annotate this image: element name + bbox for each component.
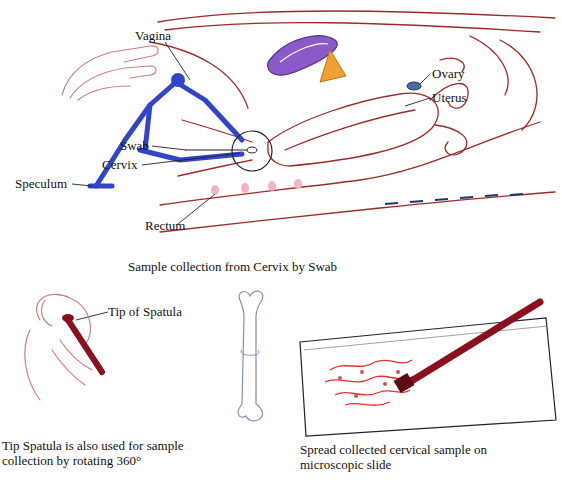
sample-smear — [330, 360, 412, 370]
figure-caption: Sample collection from Cervix by Swab — [128, 259, 337, 274]
spatula-drawing — [238, 291, 263, 421]
speculum-blade — [176, 82, 242, 140]
finger — [70, 66, 156, 98]
colon-dash — [510, 194, 523, 195]
sample-dot — [360, 370, 364, 374]
rectum-fold — [294, 179, 302, 189]
colon-dashes — [385, 194, 523, 204]
rectum-wall — [160, 122, 540, 205]
spatula — [405, 302, 540, 385]
part-label: Vagina — [135, 28, 171, 43]
part-label: Cervix — [102, 157, 137, 172]
rectum-fold — [268, 181, 276, 191]
sample-dot — [383, 382, 387, 386]
sample-smear — [345, 402, 390, 405]
part-label: Uterus — [432, 90, 467, 105]
sample-dot — [396, 370, 400, 374]
figure-caption: Tip Spatula is also used for sample coll… — [2, 438, 232, 468]
colon-dash — [385, 203, 398, 204]
spatula-tip — [62, 314, 74, 322]
slide-edge — [304, 326, 548, 350]
hand — [25, 294, 92, 400]
ovary — [407, 82, 421, 90]
rotation-arrow — [241, 350, 259, 355]
part-label: Rectum — [145, 218, 185, 233]
leader-lines — [72, 42, 430, 320]
spatula — [68, 320, 102, 372]
leader-line — [142, 153, 240, 165]
finger — [52, 350, 85, 385]
sample-smear — [335, 390, 410, 395]
rectum-wall — [160, 192, 555, 232]
cervical-sample — [325, 360, 415, 405]
part-label: Ovary — [432, 66, 465, 81]
speculum-screw — [171, 73, 185, 87]
uterus-outline — [268, 93, 438, 166]
pubic-bone — [320, 50, 346, 82]
leader-line — [420, 74, 430, 84]
sacrum-curve — [500, 40, 537, 130]
speculum — [90, 82, 242, 186]
sample-dot — [354, 394, 358, 398]
swab — [185, 149, 250, 150]
colon-dash — [460, 197, 473, 198]
finger — [78, 86, 130, 100]
sample-dots — [338, 370, 400, 398]
rectum-fold — [211, 185, 219, 195]
colon-dash — [410, 201, 423, 202]
hand-outline — [25, 330, 40, 400]
leader-line — [165, 42, 190, 80]
finger — [41, 300, 52, 326]
rectum-fold — [241, 183, 249, 193]
part-label: Swab — [120, 138, 149, 153]
leader-line — [405, 98, 430, 106]
colon-dash — [435, 199, 448, 200]
body-outline — [158, 11, 555, 22]
speculum-foot — [90, 184, 112, 189]
cervix-circle — [232, 131, 272, 171]
hand — [62, 46, 158, 100]
leader-line — [76, 312, 108, 320]
uterus-cavity — [285, 110, 415, 150]
part-label: Tip of Spatula — [108, 304, 182, 319]
speculum-handle — [96, 82, 176, 186]
leader-line — [152, 146, 186, 150]
spatula-tip — [394, 373, 415, 393]
colon-dash — [485, 195, 498, 196]
leader-line — [72, 184, 92, 186]
rectum-folds — [211, 179, 302, 195]
sacrum-curve — [470, 36, 508, 95]
fallopian-tube — [430, 84, 468, 109]
bladder-highlight — [280, 44, 328, 62]
body-outline — [165, 23, 540, 32]
figure-caption: Spread collected cervical sample on micr… — [300, 442, 550, 472]
microscope-slide — [300, 318, 556, 436]
part-label: Speculum — [15, 176, 67, 191]
anatomy-outline — [150, 11, 555, 232]
swab-tip — [247, 147, 257, 153]
sample-dot — [338, 376, 342, 380]
